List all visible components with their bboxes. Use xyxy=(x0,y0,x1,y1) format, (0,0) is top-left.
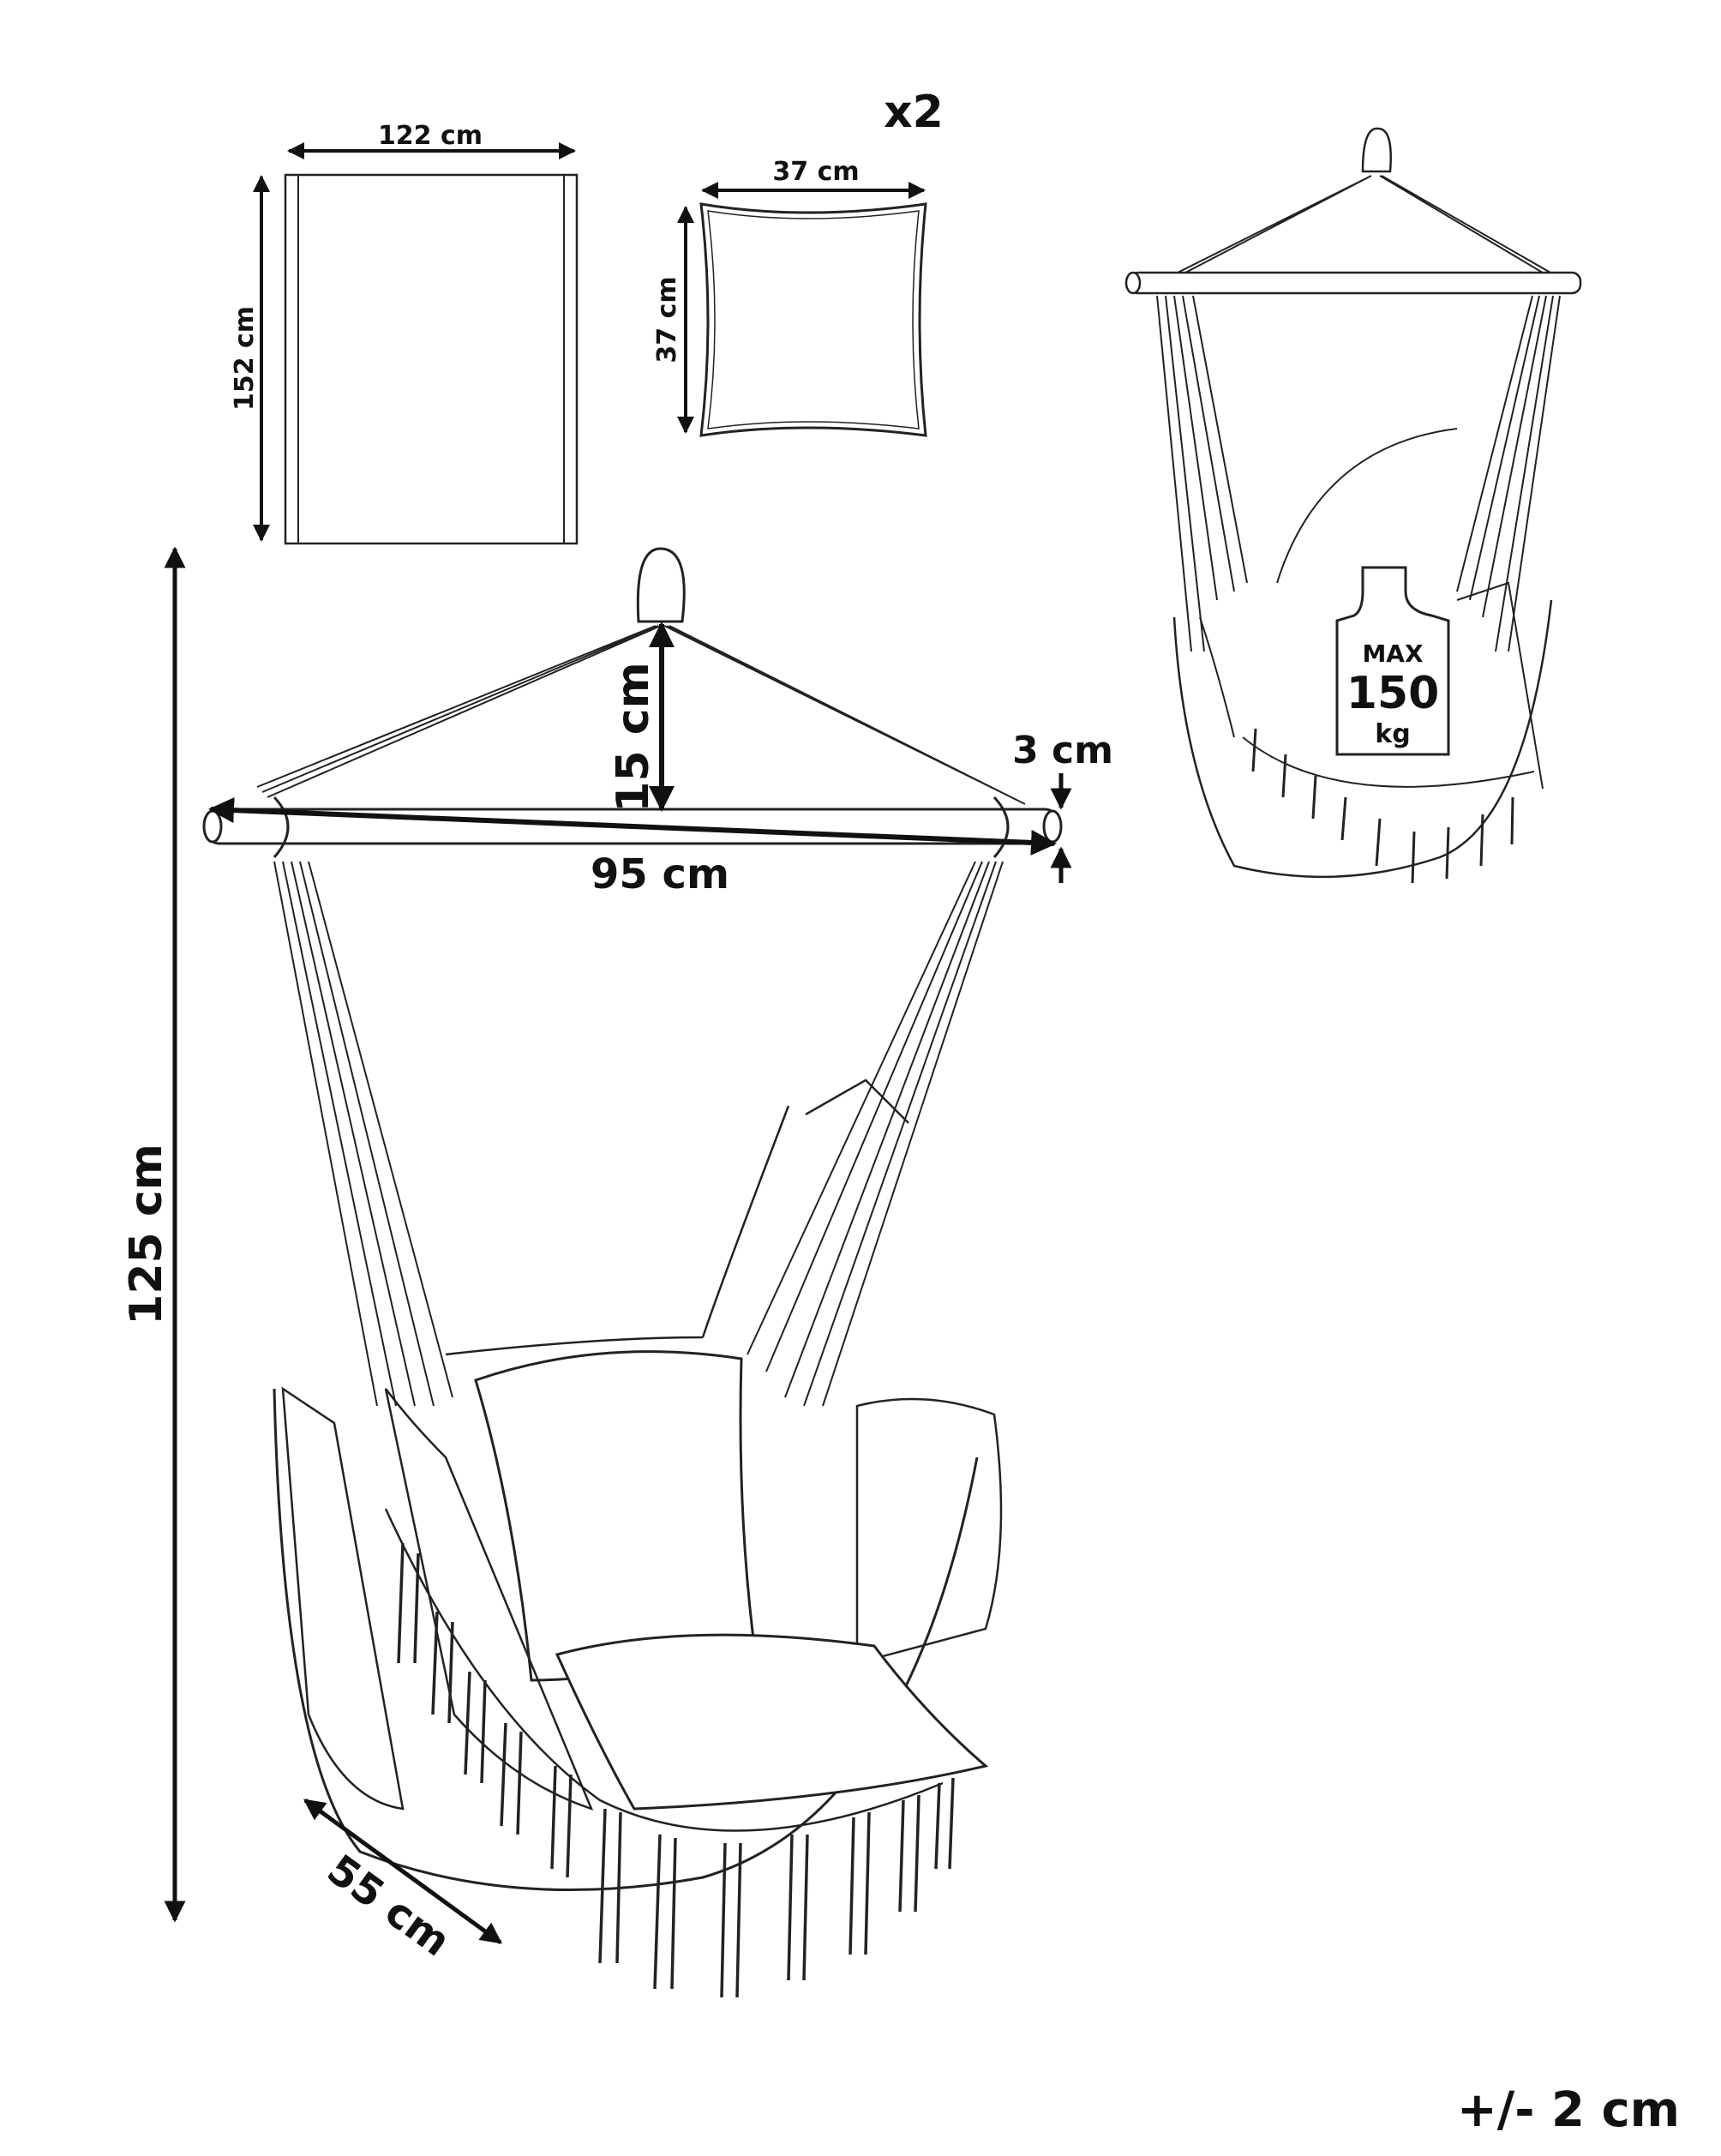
small-chair-illustration xyxy=(1124,127,1582,884)
blanket-outline xyxy=(284,173,579,545)
bar-length-arrow xyxy=(208,797,1057,856)
pillow-height-label: 37 cm xyxy=(652,276,682,363)
max-load-weight-icon xyxy=(1335,566,1450,756)
tolerance-label: +/- 2 cm xyxy=(1457,2082,1680,2138)
max-load-unit: kg xyxy=(1375,719,1410,749)
blanket-width-label: 122 cm xyxy=(378,121,483,151)
bar-length-label: 95 cm xyxy=(591,850,729,898)
pillow-illustration xyxy=(699,202,927,437)
pillow-width-label: 37 cm xyxy=(772,157,859,187)
rope-height-label: 15 cm xyxy=(608,662,659,812)
blanket-illustration xyxy=(284,173,579,545)
chair-depth-arrow xyxy=(303,1798,503,1945)
blanket-height-label: 152 cm xyxy=(230,306,260,411)
bar-diameter-label: 3 cm xyxy=(1012,729,1113,772)
pillow-quantity-label: x2 xyxy=(884,87,944,138)
max-load-max-label: MAX xyxy=(1362,640,1424,668)
max-load-value: 150 xyxy=(1346,668,1440,719)
chair-height-label: 125 cm xyxy=(121,1144,172,1325)
